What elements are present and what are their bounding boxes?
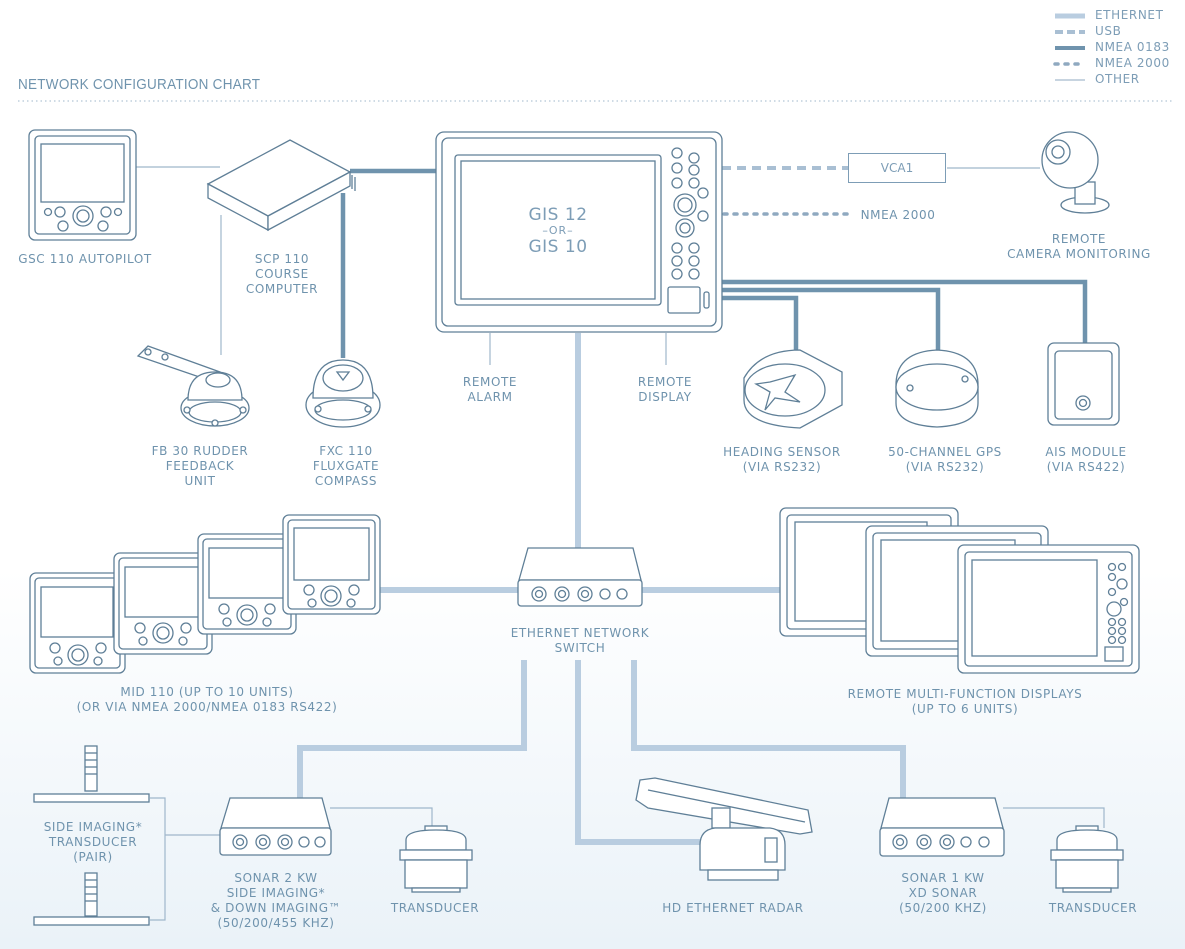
label-ais: AIS MODULE(VIA RS422): [1045, 445, 1127, 474]
ethernet-switch-device: [517, 547, 643, 607]
gis-line-2: GIS 10: [528, 237, 588, 257]
label-gsc110: GSC 110 AUTOPILOT: [18, 252, 152, 266]
nmea2000-label: NMEA 2000: [860, 208, 936, 222]
scp110-course-computer-device: [206, 139, 356, 232]
label-hd-radar: HD ETHERNET RADAR: [662, 901, 804, 915]
gis-main-display-device: [435, 131, 723, 333]
label-remote-mfd: REMOTE MULTI-FUNCTION DISPLAYS(UP TO 6 U…: [847, 687, 1083, 716]
sonar-2kw-device: [219, 797, 332, 856]
gps-device: [895, 349, 979, 428]
label-transducer-left: TRANSDUCER: [390, 901, 480, 915]
legend-label-nmea2000: NMEA 2000: [1095, 56, 1170, 70]
label-mid110: MID 110 (UP TO 10 UNITS)(OR VIA NMEA 200…: [76, 685, 338, 714]
side-imaging-transducer-pair: [33, 745, 150, 926]
remote-mfd-stack: [779, 507, 1140, 674]
legend-label-usb: USB: [1095, 24, 1122, 38]
heading-sensor-device: [743, 349, 843, 429]
legend-label-other: OTHER: [1095, 72, 1140, 86]
remote-camera-device: [1041, 131, 1110, 214]
fb30-rudder-feedback-device: [136, 345, 250, 427]
label-side-imaging: SIDE IMAGING*TRANSDUCER(PAIR): [43, 820, 143, 864]
hd-ethernet-radar-device: [635, 777, 813, 881]
gis-unit-label: GIS 12 –OR– GIS 10: [528, 205, 587, 257]
legend-label-nmea0183: NMEA 0183: [1095, 40, 1170, 54]
legend-swatches: [1053, 13, 1087, 81]
ais-module-device: [1047, 342, 1120, 426]
label-transducer-right: TRANSDUCER: [1048, 901, 1138, 915]
gis-line-1: GIS 12: [528, 205, 588, 225]
legend-label-ethernet: ETHERNET: [1095, 8, 1164, 22]
label-gps: 50-CHANNEL GPS(VIA RS232): [888, 445, 1002, 474]
page-title: NETWORK CONFIGURATION CHART: [18, 76, 261, 93]
sonar-1kw-device: [879, 797, 1005, 857]
gis-line-or: –OR–: [542, 224, 574, 237]
label-heading-sensor: HEADING SENSOR(VIA RS232): [723, 445, 841, 474]
transducer-left-device: [399, 825, 473, 893]
fxc110-fluxgate-compass-device: [305, 359, 381, 428]
cables: [136, 166, 1105, 921]
vca1-box: VCA1: [848, 153, 946, 183]
transducer-right-device: [1050, 825, 1124, 893]
gsc110-autopilot-device: [28, 129, 137, 241]
mid110-display-stack: [29, 514, 381, 674]
